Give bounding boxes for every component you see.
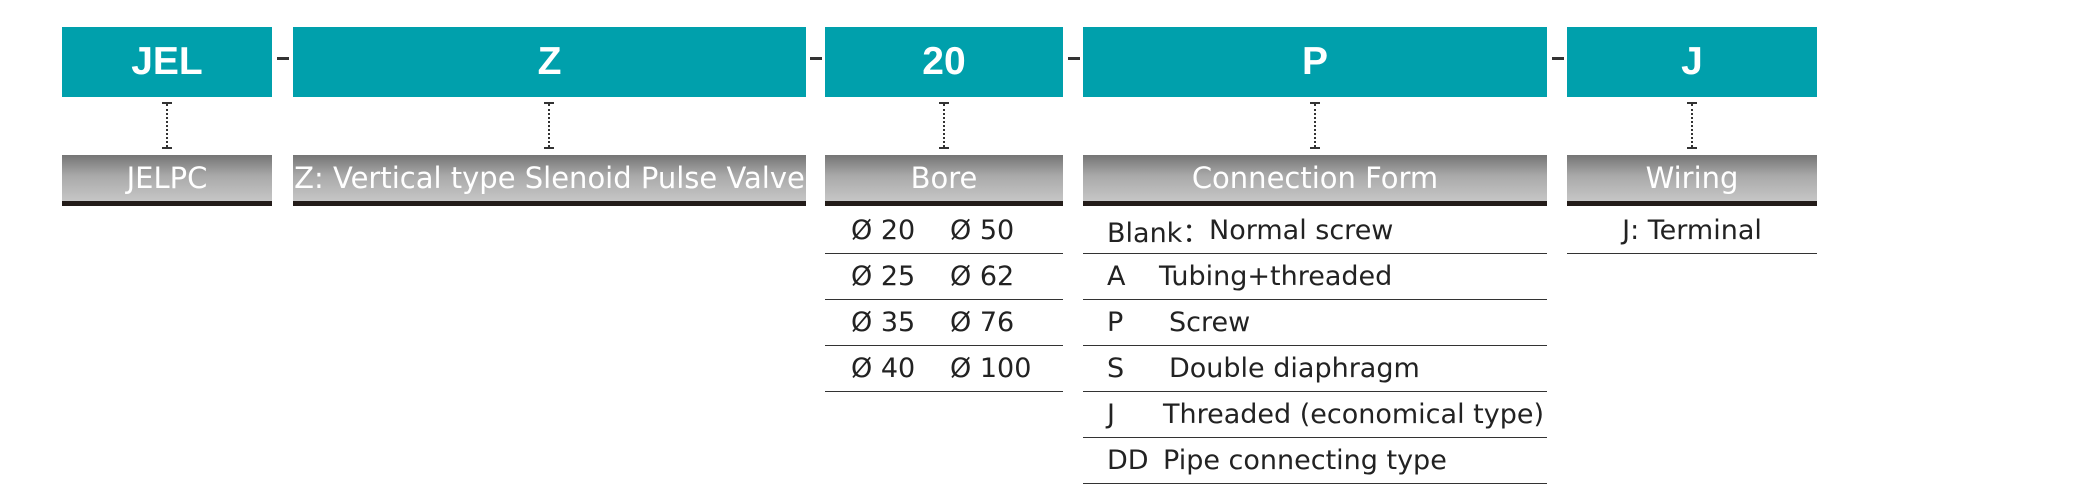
connection-form-row: Blank： Normal screw — [1083, 208, 1547, 254]
header-bore: Bore — [825, 155, 1063, 206]
separator-dash — [810, 57, 822, 60]
connection-code: A — [1107, 261, 1126, 292]
code-segment-p: P — [1083, 27, 1547, 97]
code-segment-z: Z — [293, 27, 806, 97]
dotted-connector — [1687, 102, 1697, 149]
code-segment-label: P — [1301, 40, 1328, 83]
connection-desc: Threaded (economical type) — [1163, 399, 1545, 430]
connection-desc: Tubing+threaded — [1159, 261, 1393, 292]
bore-value: Ø 76 — [950, 307, 1015, 338]
bore-row: Ø 25 Ø 62 — [825, 254, 1063, 300]
dotted-connector — [544, 102, 554, 149]
connection-code: J — [1107, 399, 1115, 430]
connection-code: DD — [1107, 445, 1149, 476]
wiring-value: J: Terminal — [1622, 215, 1762, 246]
bore-row: Ø 35 Ø 76 — [825, 300, 1063, 346]
bore-value: Ø 100 — [950, 353, 1032, 384]
header-label: Z: Vertical type Slenoid Pulse Valve — [294, 161, 805, 195]
dotted-connector — [939, 102, 949, 149]
header-label: Wiring — [1645, 161, 1739, 195]
connection-desc: Pipe connecting type — [1163, 445, 1447, 476]
connection-code: S — [1107, 353, 1125, 384]
connection-desc: Screw — [1169, 307, 1251, 338]
bore-value: Ø 62 — [950, 261, 1015, 292]
bore-value: Ø 35 — [851, 307, 916, 338]
connection-form-row: J Threaded (economical type) — [1083, 392, 1547, 438]
bore-value: Ø 40 — [851, 353, 916, 384]
code-segment-label: 20 — [922, 40, 966, 83]
header-series: JELPC — [62, 155, 272, 206]
bore-value: Ø 20 — [851, 215, 916, 246]
separator-dash — [1552, 57, 1564, 60]
connection-form-row: S Double diaphragm — [1083, 346, 1547, 392]
code-segment-jel: JEL — [62, 27, 272, 97]
separator-dash — [1068, 57, 1080, 60]
bore-row: Ø 20 Ø 50 — [825, 208, 1063, 254]
header-wiring: Wiring — [1567, 155, 1817, 206]
connection-code: P — [1107, 307, 1124, 338]
header-type: Z: Vertical type Slenoid Pulse Valve — [293, 155, 806, 206]
header-label: JELPC — [126, 161, 208, 195]
bore-value: Ø 25 — [851, 261, 916, 292]
dotted-connector — [1310, 102, 1320, 149]
header-connection-form: Connection Form — [1083, 155, 1547, 206]
separator-dash — [277, 57, 289, 60]
connection-code: Blank： — [1107, 218, 1210, 249]
bore-row: Ø 40 Ø 100 — [825, 346, 1063, 392]
header-label: Bore — [910, 161, 978, 195]
bore-value: Ø 50 — [950, 215, 1015, 246]
connection-form-row: DD Pipe connecting type — [1083, 438, 1547, 484]
code-segment-label: J — [1681, 40, 1703, 83]
code-segment-label: Z — [537, 40, 562, 83]
header-label: Connection Form — [1191, 161, 1439, 195]
code-segment-bore: 20 — [825, 27, 1063, 97]
wiring-row: J: Terminal — [1567, 208, 1817, 254]
code-segment-label: JEL — [131, 40, 203, 83]
connection-desc: Double diaphragm — [1169, 353, 1420, 384]
connection-form-row: P Screw — [1083, 300, 1547, 346]
connection-desc: Normal screw — [1209, 215, 1394, 246]
dotted-connector — [162, 102, 172, 149]
code-segment-j: J — [1567, 27, 1817, 97]
connection-form-row: A Tubing+threaded — [1083, 254, 1547, 300]
